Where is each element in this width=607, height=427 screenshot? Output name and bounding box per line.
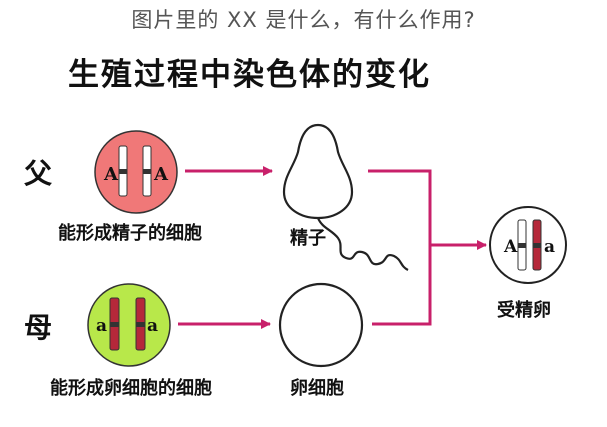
- zygote-caption: 受精卵: [497, 300, 551, 321]
- father-label: 父: [24, 157, 53, 190]
- zygote-allele-right: a: [544, 237, 555, 257]
- father-centromere-right: [143, 169, 151, 174]
- diagram-title: 生殖过程中染色体的变化: [68, 57, 431, 93]
- mother-centromere-left: [110, 322, 119, 327]
- sperm-cell: [282, 123, 409, 271]
- father-cell: A A: [94, 130, 178, 214]
- father-cell-body: [94, 130, 178, 214]
- mother-label: 母: [24, 311, 53, 344]
- mother-centromere-right: [136, 322, 145, 327]
- zygote-centromere-right: [533, 243, 541, 248]
- mother-allele-left: a: [96, 316, 107, 336]
- mother-cell-body: [87, 283, 171, 367]
- egg-caption: 卵细胞: [290, 378, 344, 399]
- egg-cell: [278, 282, 364, 368]
- mother-allele-right: a: [147, 316, 158, 336]
- father-centromere-left: [119, 169, 127, 174]
- sperm-tail: [316, 217, 409, 271]
- zygote-allele-left: A: [503, 237, 518, 257]
- father-allele-right: A: [153, 164, 169, 185]
- father-cell-caption: 能形成精子的细胞: [58, 223, 202, 244]
- question-text: 图片里的 XX 是什么，有什么作用?: [131, 8, 476, 32]
- mother-cell-caption: 能形成卵细胞的细胞: [50, 378, 212, 399]
- sperm-caption: 精子: [290, 228, 326, 249]
- father-allele-left: A: [103, 164, 119, 185]
- mother-cell: a a: [87, 283, 171, 367]
- sperm-head: [282, 123, 354, 220]
- zygote-centromere-left: [518, 243, 526, 248]
- merge-connector: [368, 169, 432, 326]
- zygote-cell: A a: [489, 206, 567, 284]
- zygote-cell-body: [489, 206, 567, 284]
